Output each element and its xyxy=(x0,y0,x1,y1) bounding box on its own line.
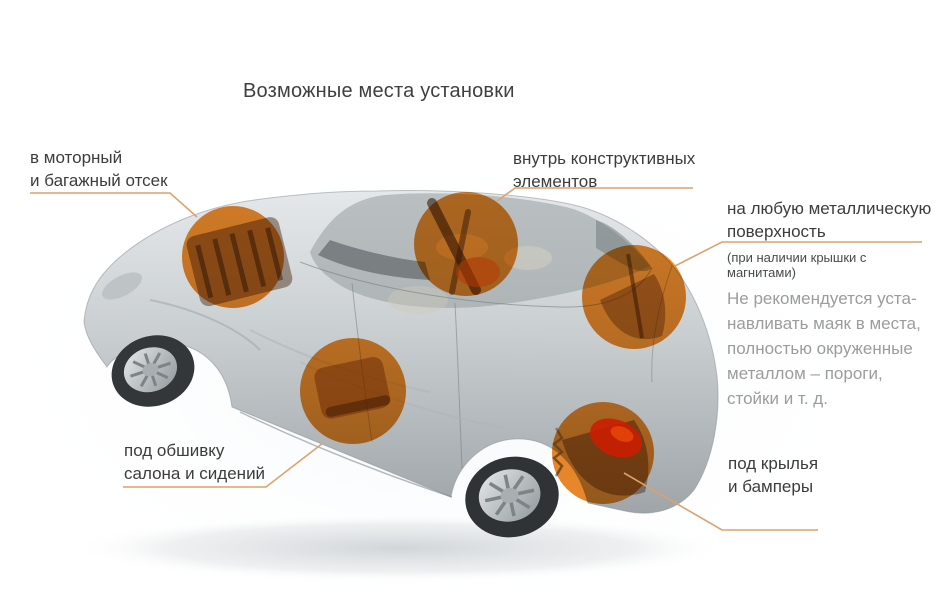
callout-fenders-bumpers: под крылья и бамперы xyxy=(728,454,819,496)
front-wheel xyxy=(111,335,195,407)
warning-note: Не рекомендуется уста- навливать маяк в … xyxy=(727,289,921,408)
leader-line-structural-elements xyxy=(496,187,693,202)
rear-wheel xyxy=(465,456,559,538)
page-title: Возможные места установки xyxy=(243,80,515,102)
leader-lines xyxy=(30,187,922,531)
callout-engine-bay: в моторный и багажный отсек xyxy=(30,148,168,190)
callout-metal-surface: на любую металлическую поверхность xyxy=(727,199,932,241)
highlight-engine-bay xyxy=(182,206,284,308)
leader-line-engine-bay xyxy=(30,192,198,218)
leader-line-upholstery xyxy=(123,442,324,488)
car-shadow xyxy=(70,514,730,582)
leader-line-metal-surface xyxy=(674,241,922,267)
highlight-fenders-bumpers xyxy=(552,402,654,504)
callout-metal-surface-note: (при наличии крышки с магнитами) xyxy=(727,250,867,280)
callout-upholstery: под обшивку салона и сидений xyxy=(124,441,266,483)
highlight-structural-elements xyxy=(414,192,518,296)
leader-line-fenders-bumpers xyxy=(623,472,818,531)
callout-structural-elements: внутрь конструктивных элементов xyxy=(513,149,696,191)
highlight-upholstery xyxy=(300,338,406,444)
highlight-metal-surface xyxy=(582,245,686,349)
highlight-circles xyxy=(182,192,686,504)
